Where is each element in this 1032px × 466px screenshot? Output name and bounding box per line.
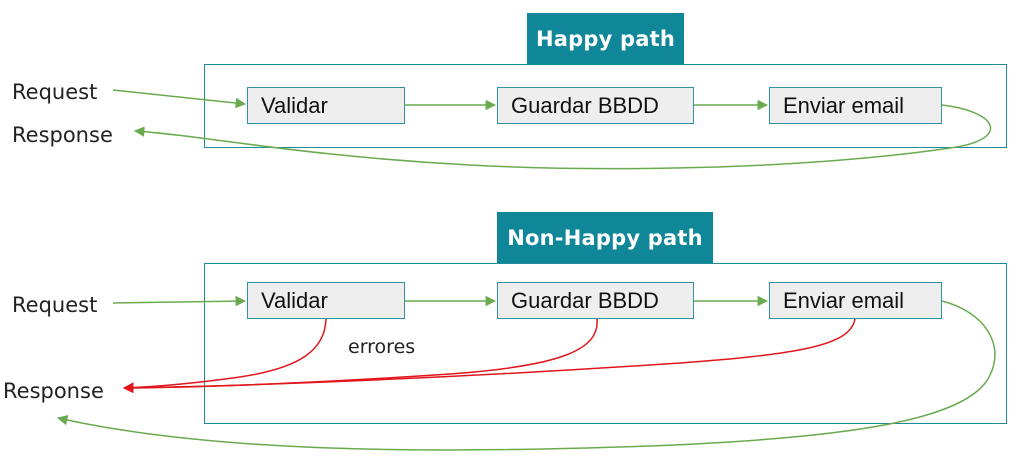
happy-response-label: Response: [12, 123, 113, 147]
happy-path-title: Happy path: [527, 13, 684, 64]
non-happy-step-enviar-email: Enviar email: [769, 282, 942, 319]
happy-step-enviar-email: Enviar email: [769, 87, 942, 124]
non-happy-step-guardar-bbdd: Guardar BBDD: [497, 282, 694, 319]
non-happy-request-label: Request: [12, 293, 98, 317]
non-happy-path-title: Non-Happy path: [497, 212, 713, 263]
happy-request-label: Request: [12, 80, 98, 104]
non-happy-step-validar: Validar: [247, 282, 405, 319]
non-happy-response-label: Response: [3, 379, 104, 403]
errors-label: errores: [348, 336, 416, 358]
happy-step-validar: Validar: [247, 87, 405, 124]
happy-step-guardar-bbdd: Guardar BBDD: [497, 87, 694, 124]
